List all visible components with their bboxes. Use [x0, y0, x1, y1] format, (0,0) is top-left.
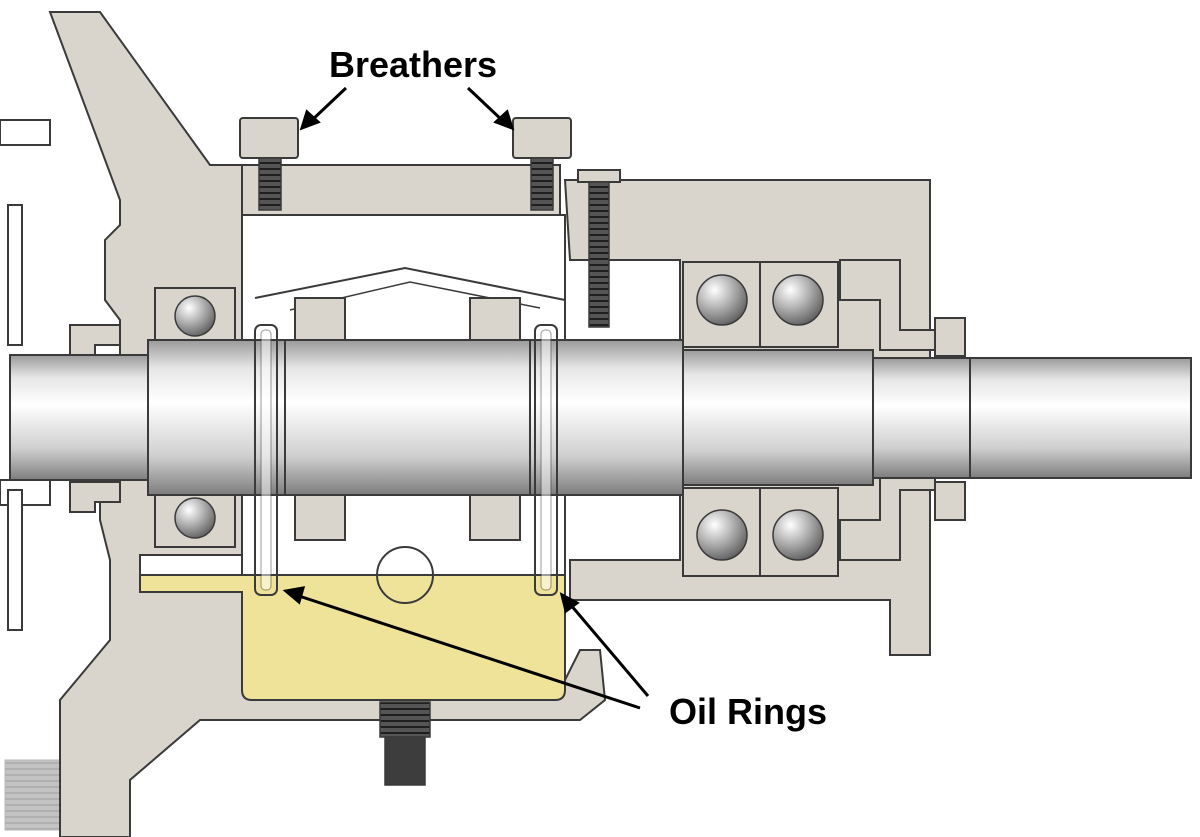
oil-sump [139, 574, 566, 701]
arrow-head-icon [559, 592, 580, 614]
left-vent-grill [4, 759, 61, 831]
shaft-right-end [872, 357, 1192, 479]
bearing-ball-icon [174, 497, 216, 539]
shaft-right-section [682, 349, 874, 486]
inner-cavity-roof [254, 266, 566, 301]
arrow-head-icon [299, 109, 321, 131]
breathers-label: Breathers [329, 44, 497, 85]
bearing-ball-icon [696, 509, 748, 561]
right-bearing-lower [682, 487, 839, 577]
arrow-head-icon [493, 109, 515, 131]
housing-right-cap-bottom [934, 481, 966, 521]
ring-retainers [294, 297, 521, 541]
left-bearing-lower [154, 494, 236, 548]
oil-ring-right [534, 324, 558, 596]
housing-top-cover [241, 164, 561, 216]
breathers-arrows [299, 86, 515, 131]
oil-rings-label: Oil Rings [669, 691, 827, 732]
bearing-ball-icon [772, 274, 824, 326]
bearing-ball-icon [696, 274, 748, 326]
breather-left [239, 117, 299, 211]
drain-plug [379, 701, 431, 786]
cover-bolt [577, 169, 621, 328]
oil-rings-arrows [282, 586, 650, 710]
left-bearing-upper [154, 287, 236, 341]
arrow-head-icon [282, 586, 306, 605]
sight-glass [376, 546, 434, 604]
left-seal-upper [69, 324, 121, 356]
left-end-plate-bottom [7, 489, 23, 631]
left-seal-lower [69, 481, 121, 513]
housing-right-cap-top [934, 317, 966, 357]
shaft [9, 339, 1192, 496]
bearing-ball-icon [772, 509, 824, 561]
breather-right [512, 117, 572, 211]
bearing-ball-icon [174, 295, 216, 337]
right-bearing-upper [682, 261, 839, 348]
shaft-left-end [9, 354, 151, 481]
oil-ring-left [254, 324, 278, 596]
left-end-plate-top [7, 204, 23, 346]
shaft-main [147, 339, 684, 496]
